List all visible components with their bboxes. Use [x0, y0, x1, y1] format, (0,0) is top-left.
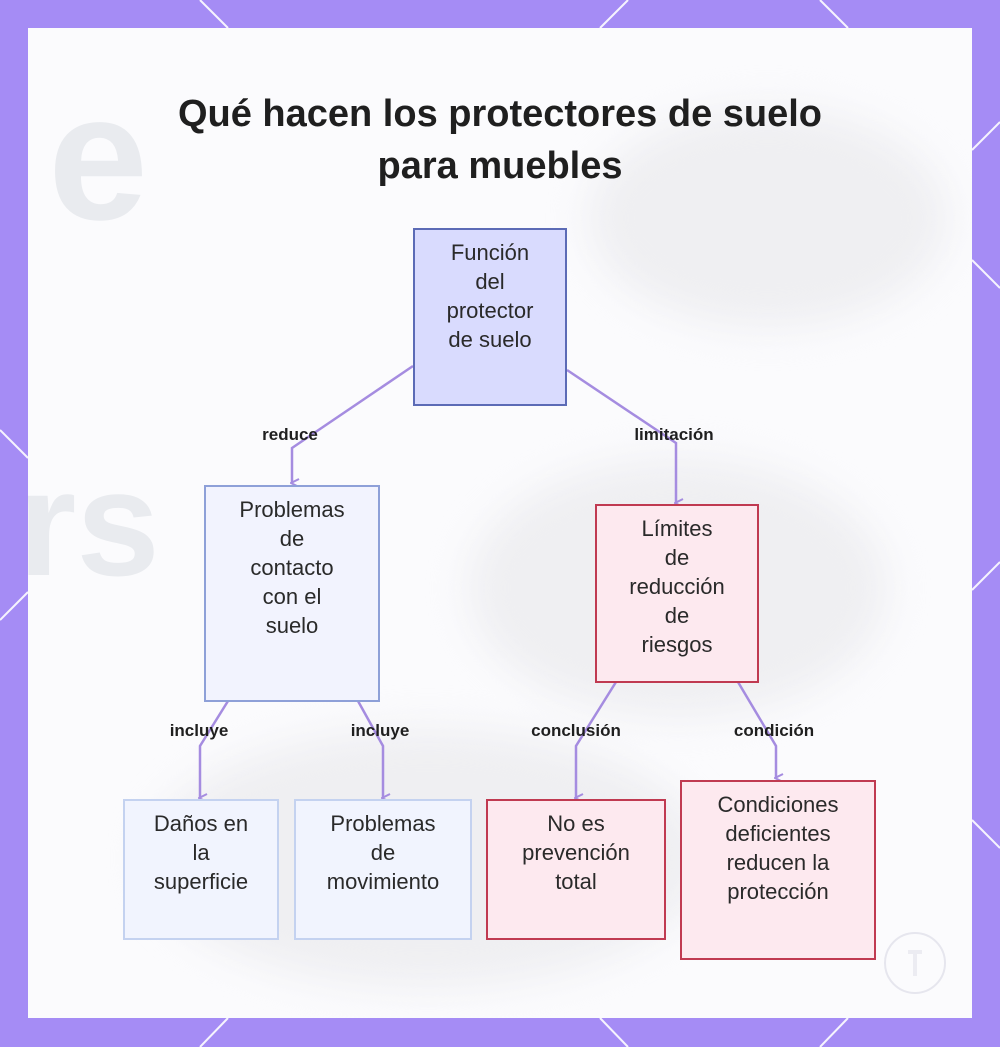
node-text: suelo [265, 613, 319, 638]
node-text: protección [727, 879, 829, 904]
node-text: Función [450, 240, 530, 265]
node-text: de [370, 840, 396, 865]
node-text: Daños en [153, 811, 249, 836]
node-text: riesgos [641, 632, 713, 657]
diagram-panel: e rs Qué hacen los protectores de suelo … [28, 28, 972, 1018]
node-text: de suelo [448, 327, 532, 352]
watermark-logo [884, 932, 946, 994]
edge-lines [28, 364, 972, 1018]
edge-label-conclusion: conclusión [531, 721, 621, 740]
node-condiciones-deficientes: Condiciones deficientes reducen la prote… [680, 780, 876, 960]
node-limites-reduccion: Límites de reducción de riesgos [595, 504, 759, 683]
node-text: del [475, 269, 505, 294]
title-line-2: para muebles [377, 145, 623, 187]
edge-label-incluye-2: incluye [350, 721, 410, 740]
edge-condicion [736, 681, 776, 778]
node-text: reducción [629, 574, 725, 599]
node-text: con el [262, 584, 322, 609]
title-line-1: Qué hacen los protectores de suelo [177, 93, 823, 135]
background-glyph-2: rs [28, 439, 160, 607]
node-text: reducen la [726, 850, 830, 875]
node-text: total [555, 869, 597, 894]
node-text: protector [446, 298, 534, 323]
background-glyph-1: e [48, 57, 149, 258]
node-text: contacto [250, 555, 334, 580]
edge-incluye-1 [200, 700, 230, 798]
background-blur-1 [588, 108, 948, 328]
node-text: de [664, 603, 690, 628]
page-title: Qué hacen los protectores de suelo para … [28, 88, 972, 192]
edge-incluye-2 [356, 700, 383, 798]
node-text: superficie [153, 869, 249, 894]
edge-label-limitacion: limitación [634, 425, 714, 444]
node-text: movimiento [326, 869, 440, 894]
node-problemas-contacto: Problemas de contacto con el suelo [204, 485, 380, 702]
edge-label-condicion: condición [733, 721, 815, 740]
node-text: de [279, 526, 305, 551]
edge-limitacion [566, 368, 676, 503]
node-text: de [664, 545, 690, 570]
node-danos-superficie: Daños en la superficie [123, 799, 279, 940]
edge-reduce [292, 364, 414, 483]
node-text: Problemas [330, 811, 436, 836]
node-text: prevención [522, 840, 630, 865]
node-problemas-movimiento: Problemas de movimiento [294, 799, 472, 940]
node-funcion-protector: Función del protector de suelo [413, 228, 567, 406]
node-text: Problemas [239, 497, 345, 522]
node-text: No es [547, 811, 605, 836]
node-text: Condiciones [717, 792, 839, 817]
edge-conclusion [576, 681, 618, 798]
node-text: la [192, 840, 210, 865]
edge-label-reduce: reduce [262, 425, 318, 444]
node-text: deficientes [725, 821, 831, 846]
node-no-prevencion-total: No es prevención total [486, 799, 666, 940]
node-text: Límites [641, 516, 713, 541]
edge-label-incluye-1: incluye [169, 721, 229, 740]
